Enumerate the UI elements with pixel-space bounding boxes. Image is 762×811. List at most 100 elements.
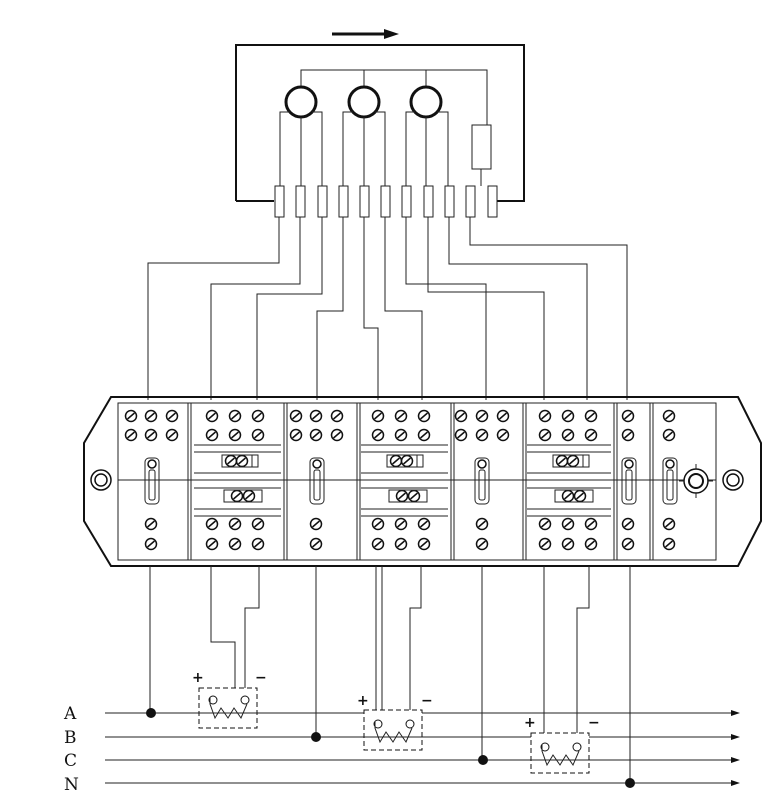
screw-icon [235,454,249,468]
ct-1-plus: + [192,670,204,686]
screw-icon [371,517,385,531]
ct-2-plus: + [357,693,369,709]
phase-label-n: N [64,775,79,795]
ct-1-minus: − [255,670,267,686]
screw-icon [165,428,179,442]
screw-icon [251,517,265,531]
screw-icon [228,517,242,531]
meter-terminals [274,185,498,218]
shorting-link-icon [223,489,263,503]
screw-icon [224,454,238,468]
screw-icon [394,537,408,551]
screw-icon [394,409,408,423]
screw-icon [165,409,179,423]
shorting-link-icon [388,489,428,503]
screw-icon [309,428,323,442]
disconnect-slider-icon [621,457,637,505]
screw-icon [561,409,575,423]
screw-icon [124,428,138,442]
screw-icon [144,409,158,423]
disconnect-slider-icon [309,457,325,505]
lower-wiring [149,566,631,783]
screw-icon [584,517,598,531]
nut-icon [679,464,713,498]
screw-icon [417,537,431,551]
screw-icon [309,537,323,551]
screw-icon [394,428,408,442]
disconnect-slider-icon [144,457,160,505]
screw-icon [662,517,676,531]
screw-icon [230,489,244,503]
screw-icon [400,454,414,468]
screw-icon [566,454,580,468]
screw-icon [417,409,431,423]
terminal-block [83,396,762,567]
screw-icon [475,409,489,423]
ct-3-icon [530,732,590,774]
screw-icon [289,428,303,442]
screw-icon [205,428,219,442]
ct-2-minus: − [421,693,433,709]
shorting-link-icon [221,454,259,468]
screw-icon [561,428,575,442]
mounting-hole-left-icon [90,469,112,491]
shorting-link-icon [554,489,594,503]
screw-icon [251,428,265,442]
screw-icon [124,409,138,423]
screw-icon [454,428,468,442]
shorting-link-icon [552,454,590,468]
phase-label-b: B [64,728,77,748]
screw-icon [242,489,256,503]
coil-2-icon [342,85,386,186]
upper-wiring [147,217,628,400]
screw-icon [205,517,219,531]
ct-3-minus: − [588,715,600,731]
phase-label-a: A [63,704,77,724]
screw-icon [395,489,409,503]
screw-icon [561,537,575,551]
ct-2-icon [363,709,423,751]
screw-icon [251,537,265,551]
direction-arrow-icon [332,29,399,39]
screw-icon [561,517,575,531]
coil-3-icon [405,85,449,186]
shorting-link-icon [386,454,424,468]
screw-icon [662,409,676,423]
screw-icon [621,409,635,423]
screw-icon [371,537,385,551]
screw-icon [417,428,431,442]
screw-icon [144,517,158,531]
screw-icon [144,537,158,551]
screw-icon [475,428,489,442]
screw-icon [496,428,510,442]
screw-icon [417,517,431,531]
screw-icon [662,537,676,551]
screw-icon [538,517,552,531]
screw-icon [144,428,158,442]
screw-icon [621,537,635,551]
ct-1-icon [198,687,258,729]
screw-icon [228,537,242,551]
screw-icon [309,517,323,531]
screw-icon [662,428,676,442]
screw-icon [584,409,598,423]
meter-box [235,29,525,218]
screw-icon [573,489,587,503]
screw-icon [496,409,510,423]
mounting-hole-right-icon [722,469,744,491]
ct-3-plus: + [524,715,536,731]
screw-icon [205,537,219,551]
screw-icon [309,409,323,423]
screw-icon [538,428,552,442]
screw-icon [330,428,344,442]
disconnect-slider-icon [474,457,490,505]
screw-icon [228,428,242,442]
screw-icon [555,454,569,468]
screw-icon [371,409,385,423]
screw-icon [251,409,265,423]
coil-1-icon [279,85,323,186]
screw-icon [561,489,575,503]
screw-icon [371,428,385,442]
screw-icon [621,428,635,442]
